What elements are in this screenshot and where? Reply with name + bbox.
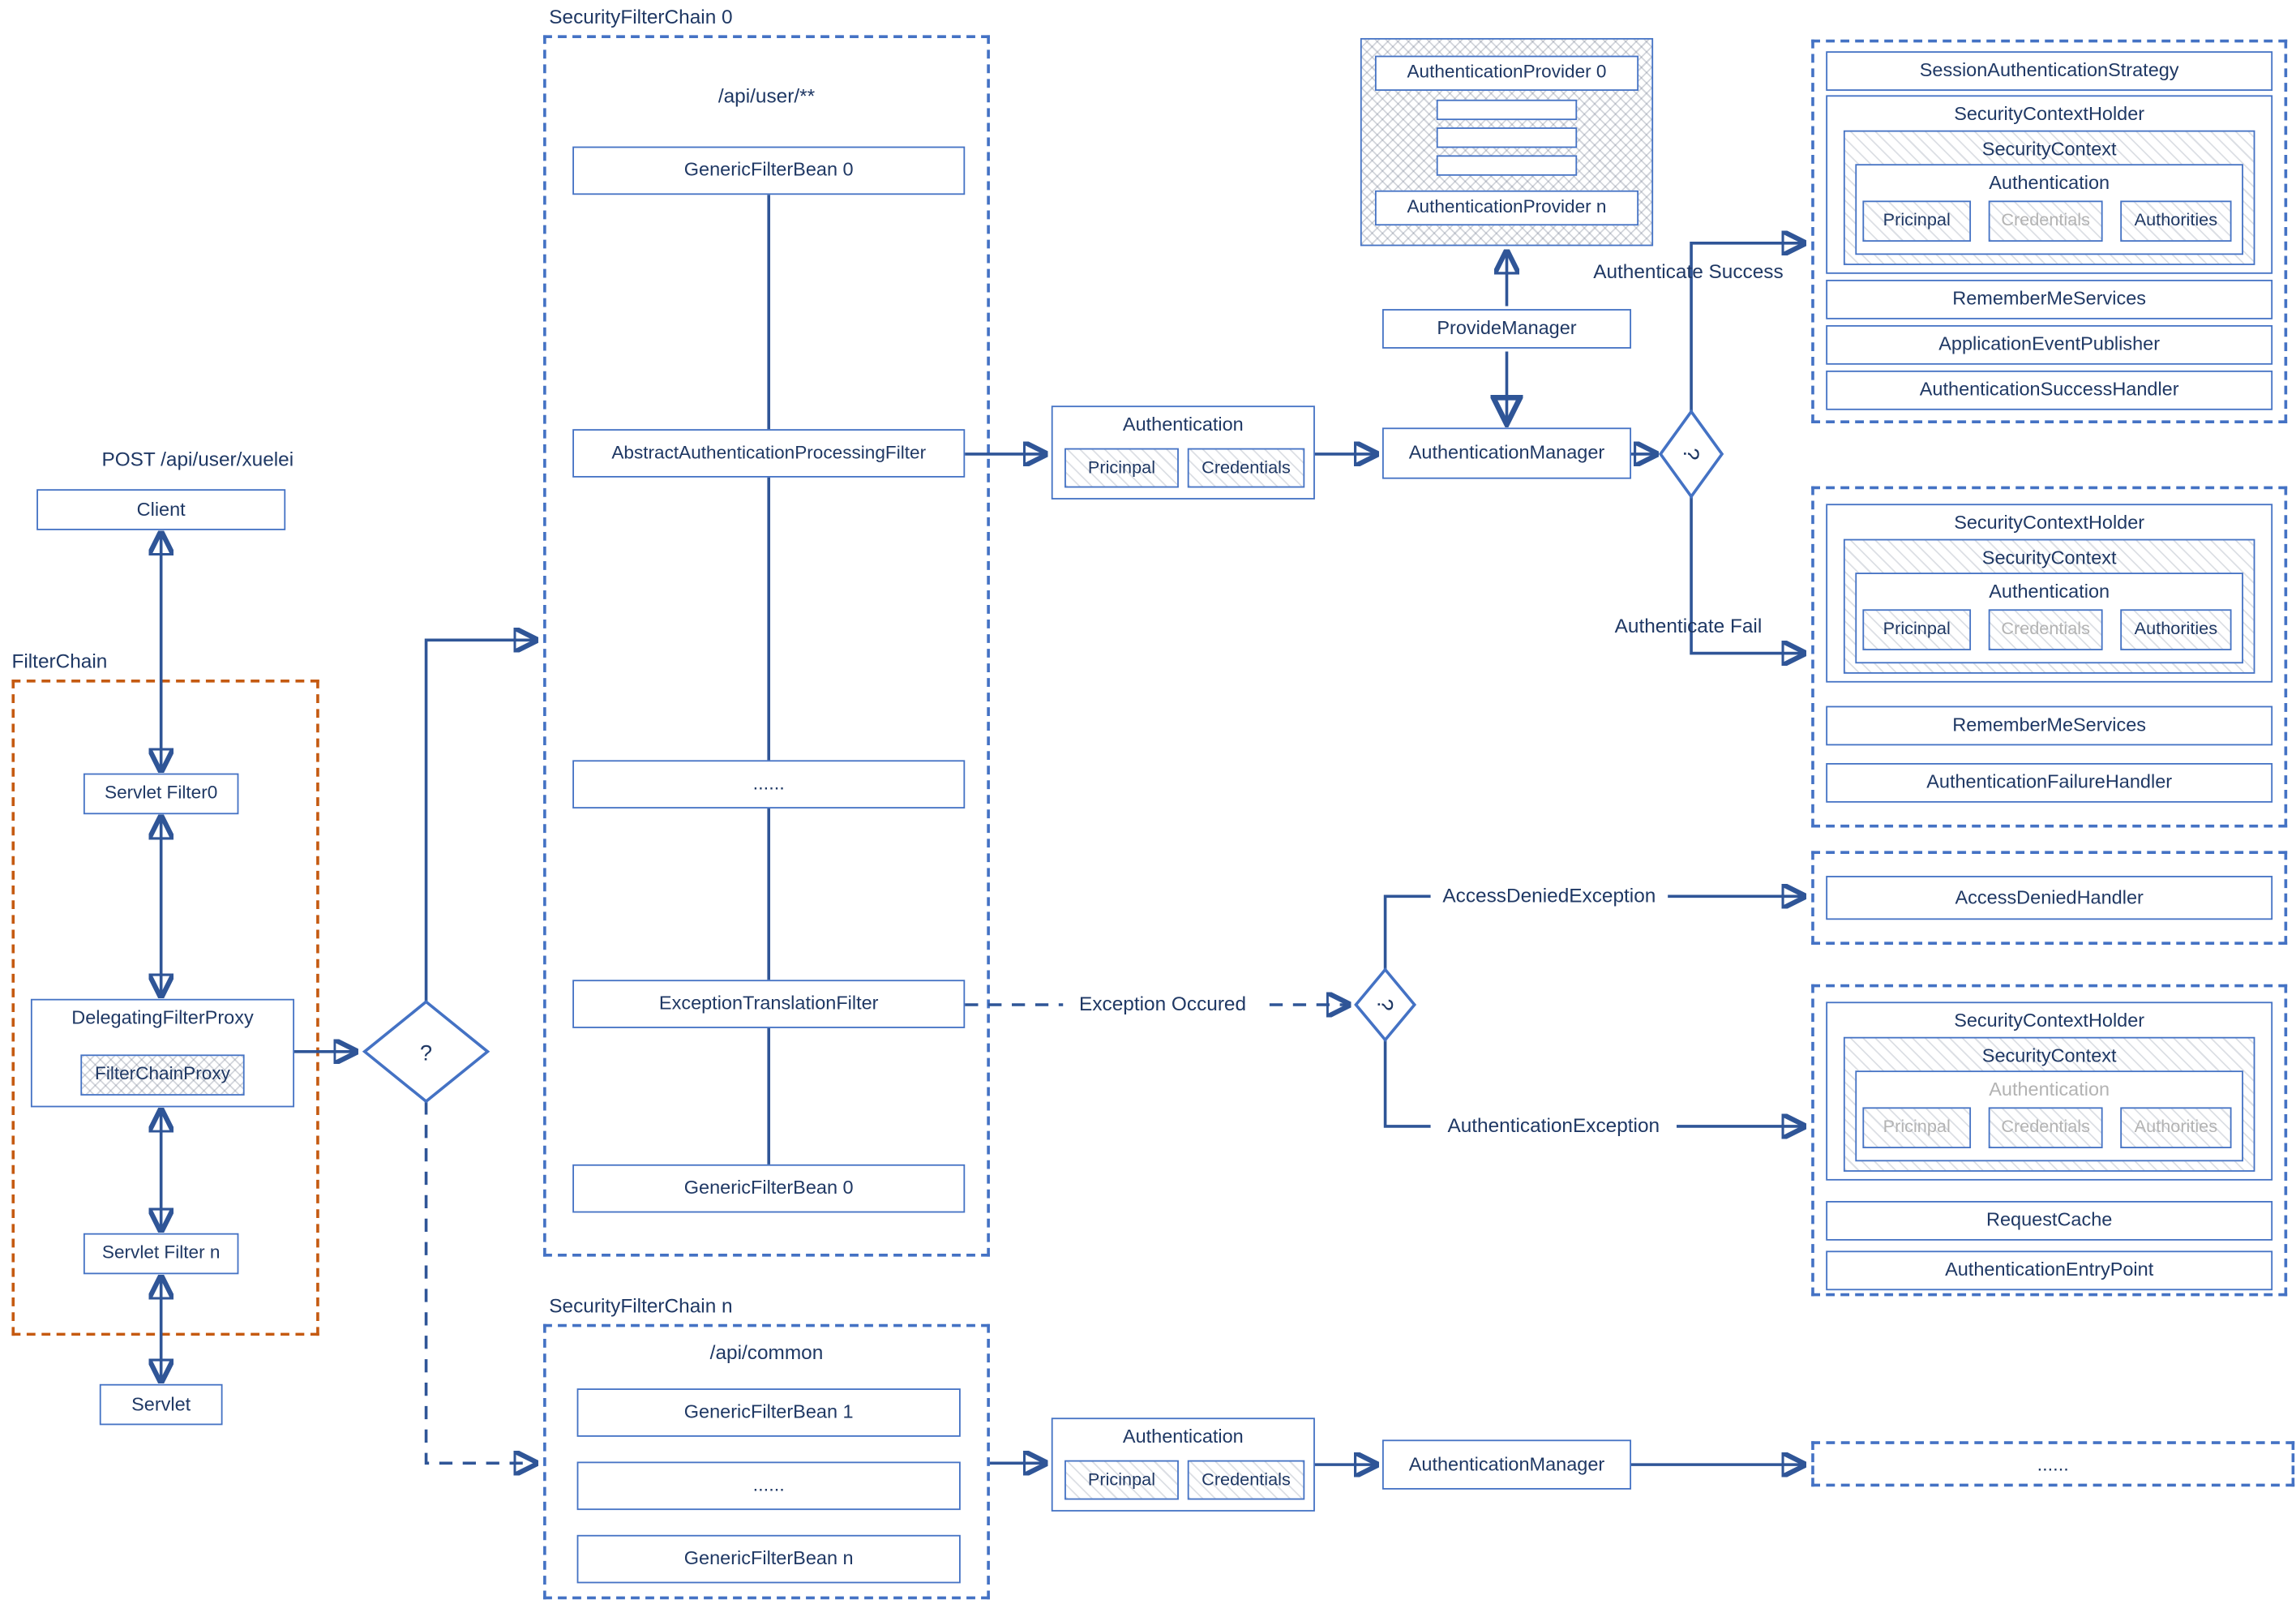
decision-mark-1: ? xyxy=(420,1040,432,1066)
filterchain-label: FilterChain xyxy=(11,650,108,673)
servlet-filter0-box: Servlet Filter0 xyxy=(83,773,239,815)
entry-authorities-box: Authorities xyxy=(2120,1107,2232,1148)
chainN-filter-2: GenericFilterBean n xyxy=(576,1534,961,1584)
session-auth-strategy-box: SessionAuthenticationStrategy xyxy=(1826,51,2273,91)
success-credentials-box: Credentials xyxy=(1988,200,2103,242)
authentication-token-title: Authentication xyxy=(1122,413,1244,435)
fail-authentication-title: Authentication xyxy=(1989,580,2110,603)
authentication-exception-label: AuthenticationException xyxy=(1430,1113,1677,1139)
entry-security-context-title: SecurityContext xyxy=(1981,1044,2117,1066)
entry-authentication-title: Authentication xyxy=(1989,1078,2110,1100)
access-denied-exception-label: AccessDeniedException xyxy=(1430,883,1668,908)
decision-mark-3: ? xyxy=(1373,998,1399,1010)
chain0-filter-1: AbstractAuthenticationProcessingFilter xyxy=(572,429,966,478)
fail-context-holder-title: SecurityContextHolder xyxy=(1954,511,2145,534)
chainN-filter-0: GenericFilterBean 1 xyxy=(576,1388,961,1437)
success-security-context-title: SecurityContext xyxy=(1981,137,2117,160)
fail-principal-box: Pricinpal xyxy=(1862,609,1972,650)
bottom-authentication-manager-box: AuthenticationManager xyxy=(1381,1439,1632,1490)
entry-principal-box: Pricinpal xyxy=(1862,1107,1972,1148)
chain0-path: /api/user/** xyxy=(718,84,816,107)
fail-security-context-title: SecurityContext xyxy=(1981,546,2117,568)
success-authentication-title: Authentication xyxy=(1989,171,2110,194)
decision-diamond-exception xyxy=(1354,967,1417,1043)
authentication-manager-box: AuthenticationManager xyxy=(1381,427,1632,479)
success-remember-me-box: RememberMeServices xyxy=(1826,279,2273,320)
authentication-provider-n-box: AuthenticationProvider n xyxy=(1374,190,1639,226)
authenticate-fail-label: Authenticate Fail xyxy=(1614,615,1763,637)
chain0-filter-4: GenericFilterBean 0 xyxy=(572,1164,966,1213)
authenticate-success-label: Authenticate Success xyxy=(1593,260,1784,283)
wire-decision-chain0 xyxy=(424,640,536,1002)
request-label: POST /api/user/xuelei xyxy=(101,448,294,470)
chain0-title: SecurityFilterChain 0 xyxy=(549,6,733,28)
authentication-provider-0-box: AuthenticationProvider 0 xyxy=(1374,55,1639,91)
chain0-panel xyxy=(543,35,990,1257)
provider-slot-3 xyxy=(1436,155,1578,176)
chain0-filter-0: GenericFilterBean 0 xyxy=(572,146,966,195)
success-authorities-box: Authorities xyxy=(2120,200,2232,242)
bottom-authentication-title: Authentication xyxy=(1122,1425,1244,1447)
wire-decision-chainN xyxy=(424,1101,536,1463)
decision-diamond-authresult xyxy=(1658,409,1724,500)
servlet-box: Servlet xyxy=(99,1383,223,1426)
client-box: Client xyxy=(36,489,286,530)
principal-box: Pricinpal xyxy=(1064,448,1179,488)
decision-diamond-filterchain xyxy=(362,1000,490,1104)
request-cache-box: RequestCache xyxy=(1826,1201,2273,1241)
chainN-title: SecurityFilterChain n xyxy=(549,1294,733,1317)
success-handler-box: AuthenticationSuccessHandler xyxy=(1826,370,2273,410)
chainN-filter-1: ...... xyxy=(576,1461,961,1511)
credentials-box: Credentials xyxy=(1187,448,1305,488)
provide-manager-box: ProvideManager xyxy=(1381,309,1632,349)
event-publisher-box: ApplicationEventPublisher xyxy=(1826,324,2273,365)
bottom-principal-box: Pricinpal xyxy=(1064,1460,1179,1500)
chain0-filter-3: ExceptionTranslationFilter xyxy=(572,980,966,1028)
provider-slot-2 xyxy=(1436,127,1578,148)
access-denied-handler-box: AccessDeniedHandler xyxy=(1826,876,2273,920)
delegating-filter-proxy-title: DelegatingFilterProxy xyxy=(71,1006,254,1028)
success-context-holder-title: SecurityContextHolder xyxy=(1954,102,2145,125)
failure-handler-box: AuthenticationFailureHandler xyxy=(1826,762,2273,803)
provider-slot-1 xyxy=(1436,99,1578,121)
filter-chain-proxy-box: FilterChainProxy xyxy=(80,1054,245,1096)
entry-context-holder-title: SecurityContextHolder xyxy=(1954,1009,2145,1031)
success-principal-box: Pricinpal xyxy=(1862,200,1972,242)
exception-occured-label: Exception Occured xyxy=(1063,991,1262,1017)
fail-remember-me-box: RememberMeServices xyxy=(1826,706,2273,746)
bottom-credentials-box: Credentials xyxy=(1187,1460,1305,1500)
entry-point-box: AuthenticationEntryPoint xyxy=(1826,1250,2273,1291)
servlet-filter-n-box: Servlet Filter n xyxy=(83,1233,239,1275)
more-panel: ...... xyxy=(1811,1441,2295,1487)
fail-authorities-box: Authorities xyxy=(2120,609,2232,650)
entry-credentials-box: Credentials xyxy=(1988,1107,2103,1148)
decision-mark-2: ? xyxy=(1679,448,1704,460)
fail-credentials-box: Credentials xyxy=(1988,609,2103,650)
chainN-path: /api/common xyxy=(709,1341,824,1364)
chain0-filter-2: ...... xyxy=(572,760,966,808)
